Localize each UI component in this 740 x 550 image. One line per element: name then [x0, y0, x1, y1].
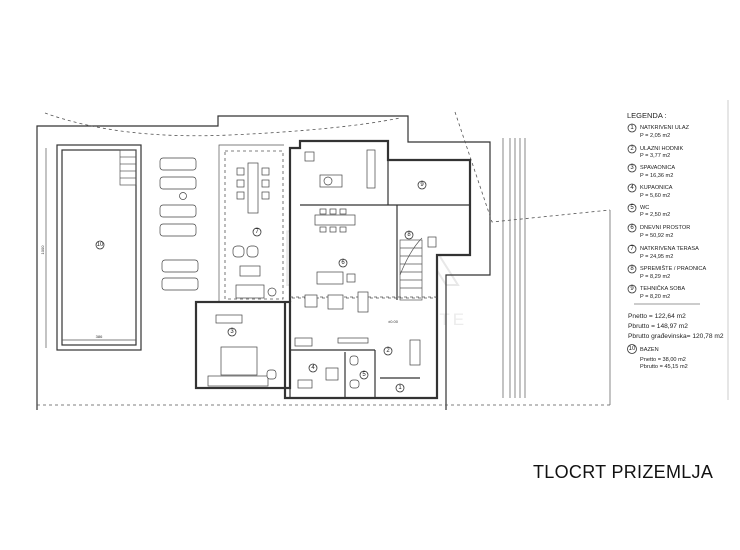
total-pbrutto-gradevinska: Pbrutto građevinska= 120,78 m2: [628, 333, 724, 340]
legend-item-10: 10: [627, 344, 637, 354]
legend-name: NATKRIVENI ULAZ: [640, 125, 690, 131]
legend-area: P = 50,92 m2: [640, 233, 673, 239]
room-marker-8: 8: [404, 230, 414, 240]
total-pbrutto: Pbrutto = 148,97 m2: [628, 323, 688, 330]
legend-item-7: 7: [627, 244, 637, 254]
svg-text:2: 2: [386, 348, 390, 354]
room-marker-6: 6: [338, 258, 348, 268]
sun-loungers: [159, 157, 199, 291]
pool-pbrutto: Pbrutto = 45,15 m2: [640, 364, 688, 370]
legend-name: SPREMIŠTE / PRAONICA: [640, 265, 706, 272]
legend-item-2: 2: [627, 144, 637, 154]
level-mark: ±0.00: [388, 319, 399, 324]
legend-area: P = 2,50 m2: [640, 212, 670, 218]
legend-item-9: 9: [627, 284, 637, 294]
svg-text:7: 7: [255, 229, 259, 235]
svg-text:7: 7: [630, 246, 634, 252]
plan-title: TLOCRT PRIZEMLJA: [533, 462, 713, 482]
room-markers: 10 7 3 4 6 8 9 2 5 1: [95, 180, 427, 393]
terrain-contour: [454, 111, 611, 223]
svg-text:9: 9: [630, 286, 634, 292]
legend-title: LEGENDA :: [627, 111, 667, 120]
room-marker-10: 10: [95, 240, 105, 250]
legend-area: P = 5,60 m2: [640, 193, 670, 199]
svg-text:6: 6: [341, 260, 345, 266]
interior-furniture: [207, 149, 437, 389]
svg-text:6: 6: [630, 225, 634, 231]
legend-name: DNEVNI PROSTOR: [640, 225, 690, 231]
svg-text:5: 5: [362, 372, 366, 378]
legend: LEGENDA : 1 NATKRIVENI ULAZ P = 2,05 m2 …: [627, 111, 724, 370]
legend-name: SPAVAONICA: [640, 165, 675, 171]
legend-name: ULAZNI HODNIK: [640, 146, 683, 152]
pool-pnetto: Pnetto = 38,00 m2: [640, 357, 686, 363]
legend-name: BAZEN: [640, 347, 659, 353]
svg-text:10: 10: [97, 242, 104, 248]
room-marker-5: 5: [359, 370, 369, 380]
legend-name: NATKRIVENA TERASA: [640, 246, 699, 252]
svg-text:5: 5: [630, 205, 634, 211]
legend-name: WC: [640, 205, 649, 211]
legend-area: P = 16,36 m2: [640, 173, 673, 179]
svg-text:8: 8: [407, 232, 411, 238]
svg-text:10: 10: [629, 346, 636, 352]
svg-text:9: 9: [420, 182, 424, 188]
legend-area: P = 3,77 m2: [640, 153, 670, 159]
room-marker-2: 2: [383, 346, 393, 356]
legend-name: KUPAONICA: [640, 185, 673, 191]
svg-text:3: 3: [630, 165, 634, 171]
legend-area: P = 8,20 m2: [640, 294, 670, 300]
legend-item-6: 6: [627, 223, 637, 233]
dimension-lines: [502, 138, 526, 398]
room-marker-1: 1: [395, 383, 405, 393]
pool-width-dimension: 386: [96, 334, 103, 339]
staircase: [399, 237, 423, 301]
svg-text:2: 2: [630, 146, 634, 152]
room-marker-9: 9: [417, 180, 427, 190]
room-marker-7: 7: [252, 227, 262, 237]
pool-length-dimension: 1000: [40, 245, 45, 255]
total-pnetto: Pnetto = 122,64 m2: [628, 313, 686, 320]
legend-item-4: 4: [627, 183, 637, 193]
room-marker-3: 3: [227, 327, 237, 337]
svg-text:8: 8: [630, 266, 634, 272]
svg-text:3: 3: [230, 329, 234, 335]
pool: 1000 386: [40, 144, 142, 351]
terrain-contour: [44, 112, 401, 137]
legend-area: P = 24,95 m2: [640, 254, 673, 260]
covered-terrace: [218, 144, 284, 302]
plot-boundary: [36, 115, 491, 410]
legend-item-5: 5: [627, 203, 637, 213]
room-marker-4: 4: [308, 363, 318, 373]
svg-text:1: 1: [630, 125, 634, 131]
legend-name: TEHNIČKA SOBA: [640, 285, 685, 292]
legend-area: P = 2,05 m2: [640, 133, 670, 139]
legend-area: P = 8,29 m2: [640, 274, 670, 280]
svg-text:4: 4: [311, 365, 315, 371]
legend-item-3: 3: [627, 163, 637, 173]
svg-text:1: 1: [398, 385, 402, 391]
svg-text:4: 4: [630, 185, 634, 191]
legend-item-8: 8: [627, 264, 637, 274]
legend-item-1: 1: [627, 123, 637, 133]
